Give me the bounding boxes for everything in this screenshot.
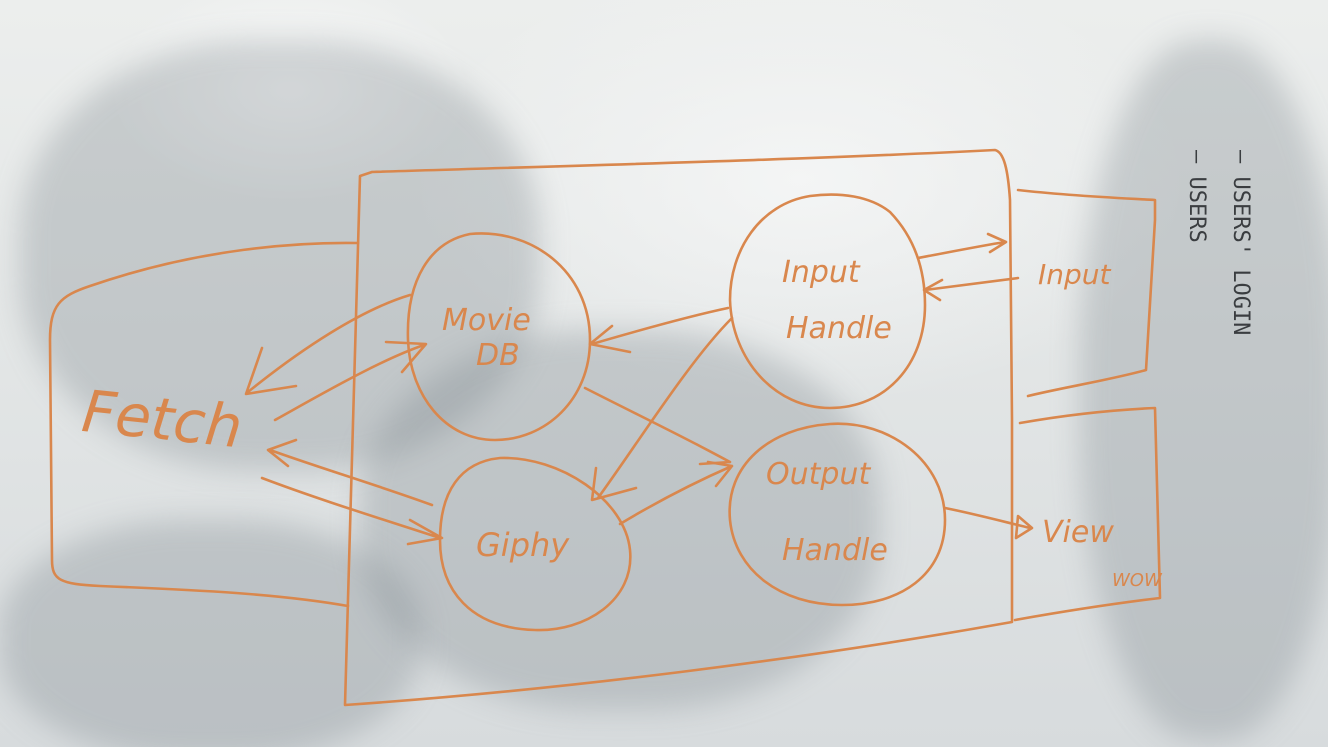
giphy-label: Giphy	[476, 526, 570, 564]
users-note: — USERS	[1184, 150, 1209, 243]
arrow-input-handle-to-giphy	[590, 316, 734, 502]
output-handle-label-line1: Output	[766, 457, 871, 492]
fetch-label: Fetch	[79, 377, 246, 461]
arrow-input-to-input-handle	[922, 276, 1020, 302]
arrow-giphy-to-output-handle	[618, 460, 734, 526]
input-label: Input	[1038, 258, 1112, 291]
arrow-input-handle-to-movie-db	[588, 306, 730, 354]
arrow-input-handle-to-input	[916, 232, 1008, 260]
movie-db-label-line1: Movie	[442, 303, 531, 338]
arrow-fetch-to-movie-db-upper	[244, 293, 412, 396]
input-handle-label-line1: Input	[782, 255, 861, 290]
users-login-note: — USERS' LOGIN	[1228, 150, 1253, 335]
fetch-box	[48, 241, 360, 608]
input-box	[1016, 188, 1157, 398]
arrow-movie-db-to-output-handle	[583, 386, 732, 466]
arrow-fetch-to-giphy	[260, 476, 444, 546]
input-handle-circle	[728, 193, 927, 410]
view-label: View	[1042, 515, 1114, 550]
input-handle-label-line2: Handle	[786, 311, 892, 346]
arrow-fetch-to-movie-db-lower	[273, 340, 428, 422]
view-note: WOW	[1112, 570, 1163, 591]
giphy-circle	[438, 456, 632, 632]
output-handle-label-line2: Handle	[782, 533, 888, 568]
main-box	[343, 148, 1014, 707]
arrow-giphy-to-fetch	[266, 438, 434, 507]
view-box	[1013, 406, 1162, 622]
movie-db-circle	[406, 232, 592, 442]
output-handle-circle	[728, 422, 947, 607]
arrow-output-handle-to-view	[943, 506, 1034, 540]
movie-db-label-line2: DB	[476, 338, 520, 373]
